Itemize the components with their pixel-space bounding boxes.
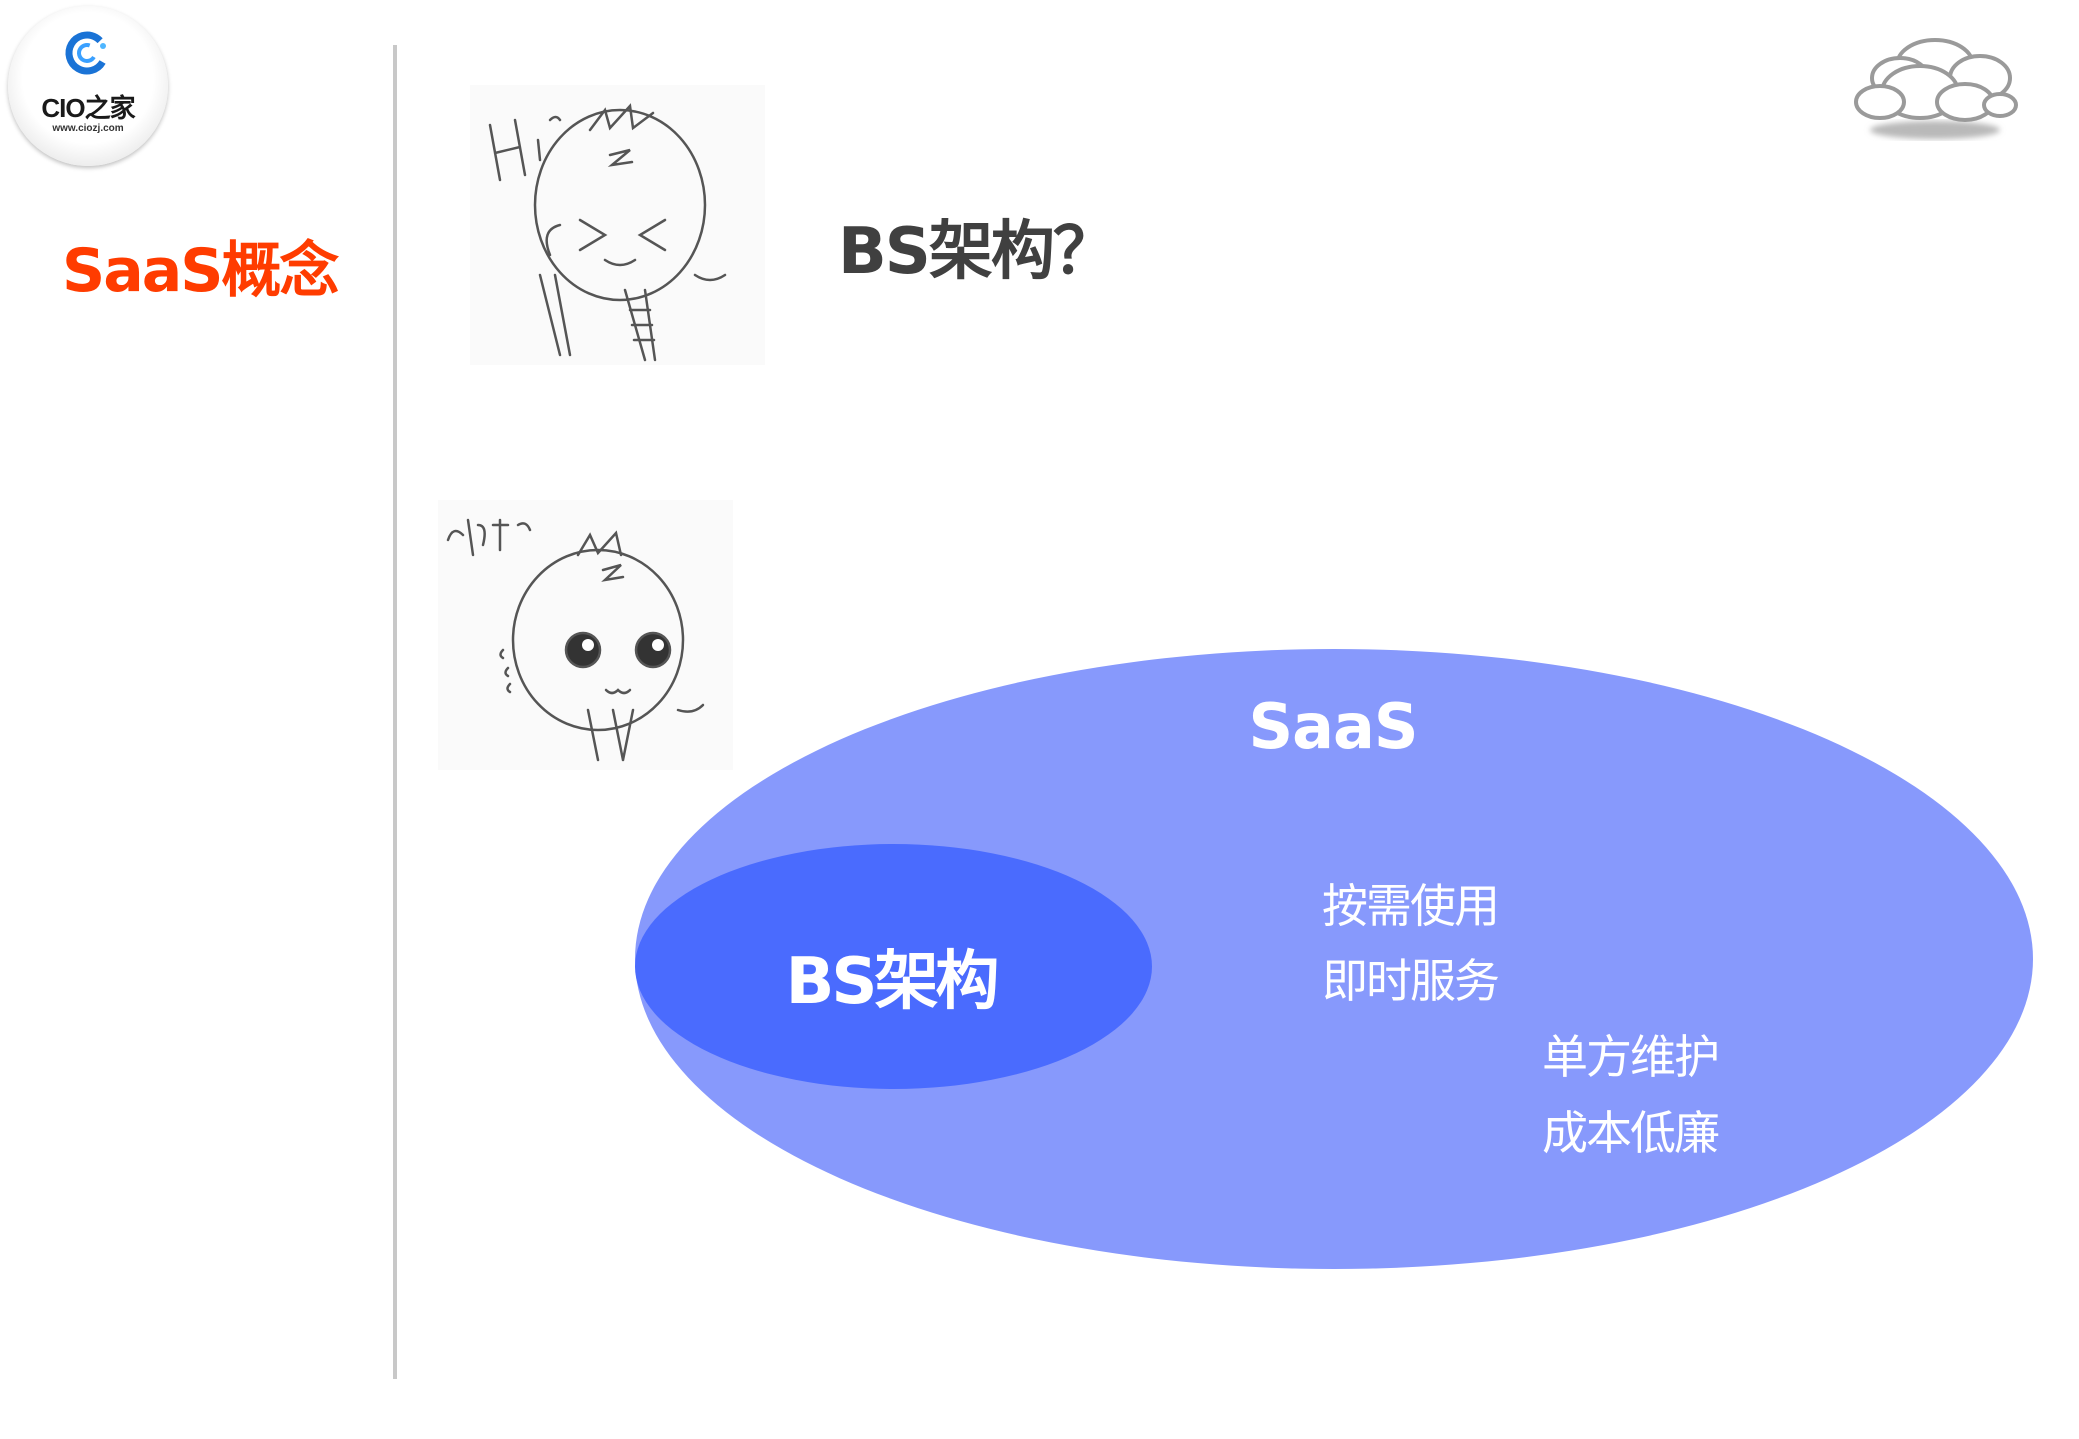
logo-c-icon [65, 31, 109, 75]
feature-low-cost: 成本低廉 [1542, 1106, 1720, 1160]
feature-single-maintenance: 单方维护 [1542, 1030, 1720, 1084]
feature-on-demand: 按需使用 [1322, 879, 1500, 933]
bs-architecture-ellipse [635, 844, 1152, 1089]
saas-label: SaaS [1248, 690, 1419, 763]
vertical-divider [393, 45, 397, 1379]
cloud-icon [1854, 38, 2018, 139]
cartoon-yiya-illustration [438, 500, 733, 770]
logo-url: www.ciozj.com [52, 123, 124, 134]
feature-instant-service: 即时服务 [1322, 954, 1500, 1008]
bs-architecture-label: BS架构 [785, 945, 1000, 1019]
cio-logo: CIO之家 www.ciozj.com [8, 6, 168, 166]
cartoon-hi-illustration [470, 85, 765, 365]
cartoon-character-icon [446, 518, 705, 762]
logo-name: CIO之家 [41, 93, 135, 123]
section-title: SaaS概念 [62, 236, 339, 306]
question-heading: BS架构？ [838, 215, 1117, 289]
cartoon-character-icon [488, 103, 727, 362]
